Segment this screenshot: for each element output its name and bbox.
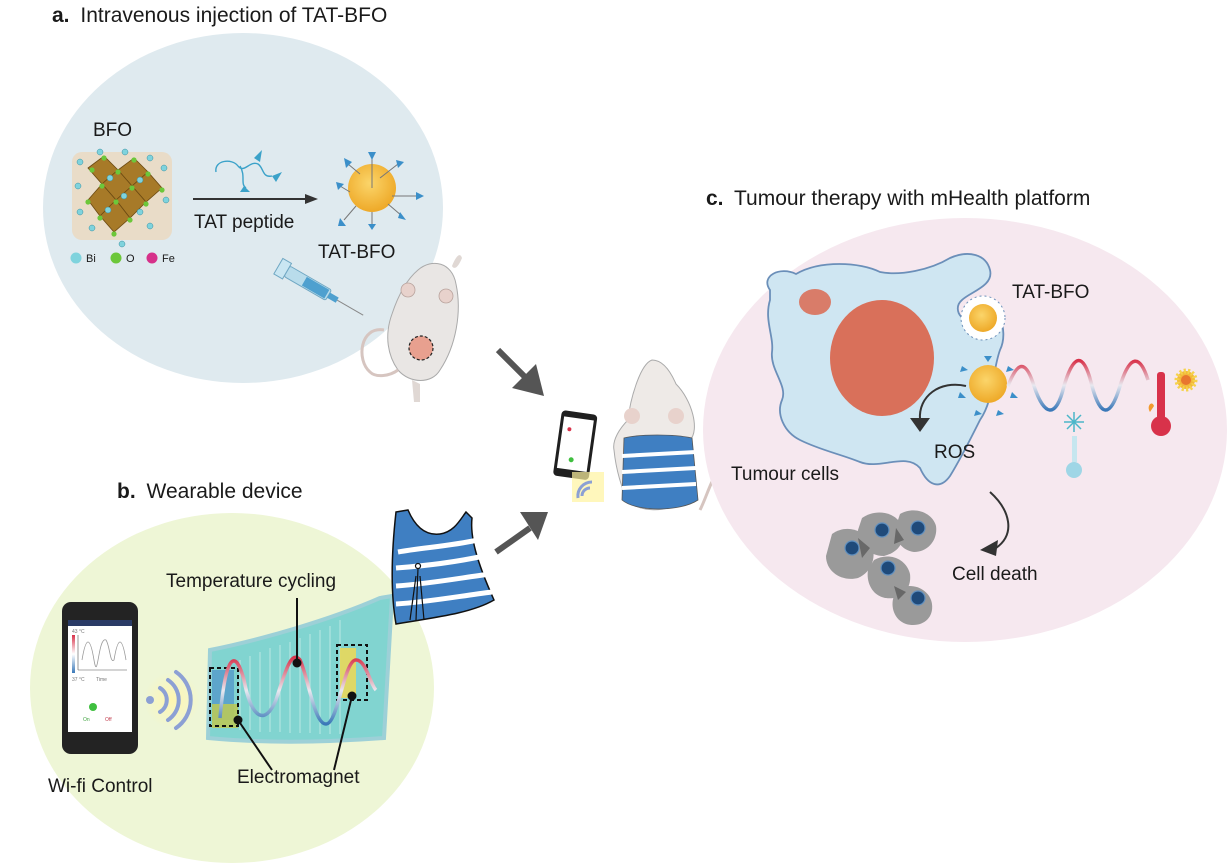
- temperature-wave: [218, 655, 378, 726]
- endocytosed-nanoparticle-icon: [960, 295, 1006, 341]
- syringe-icon: [273, 257, 364, 316]
- cell-nucleus: [830, 300, 934, 416]
- tat-peptide-label: TAT peptide: [194, 212, 294, 233]
- hyperthermia-wave: [1006, 359, 1150, 412]
- mouse-with-vest-and-phone: [553, 359, 731, 511]
- arrow-a-to-center: [495, 347, 544, 396]
- tumour-cell-icon: [766, 253, 1005, 486]
- temperature-cycling-label: Temperature cycling: [166, 571, 336, 592]
- electromagnet-label: Electromagnet: [237, 767, 360, 788]
- panel-c-title-text: Tumour therapy with mHealth platform: [734, 187, 1090, 210]
- panel-c-tat-bfo-label: TAT-BFO: [1012, 282, 1089, 303]
- panel-c-title: c. Tumour therapy with mHealth platform: [706, 187, 1090, 210]
- bfo-label: BFO: [93, 120, 132, 141]
- callout-lines: [237, 598, 353, 771]
- center-wifi-icon: [572, 472, 604, 502]
- phone-on-indicator: [89, 703, 97, 711]
- panel-c: c. Tumour therapy with mHealth platform …: [703, 187, 1227, 642]
- snowflake-icon: [1064, 412, 1084, 432]
- phone-min-temp: 37 °C: [72, 677, 85, 683]
- reaction-arrow: [193, 194, 318, 204]
- tumour-cells-label: Tumour cells: [731, 464, 839, 485]
- fe-legend-label: Fe: [162, 253, 175, 265]
- panel-a-letter: a.: [52, 4, 70, 27]
- panel-b-title: b. Wearable device: [117, 480, 303, 503]
- fe-legend-swatch: [146, 252, 158, 264]
- phone-max-temp: 43 °C: [72, 629, 85, 635]
- mouse-with-tumour-icon: [360, 255, 462, 402]
- arrow-b-to-center: [494, 512, 548, 555]
- panel-a-background: [43, 33, 443, 383]
- smartphone-icon: 43 °C 37 °C Time On Off: [62, 602, 138, 754]
- cell-death-label: Cell death: [952, 564, 1038, 585]
- flexible-electromagnet-patch: [205, 593, 395, 744]
- o-legend-swatch: [110, 252, 122, 264]
- membrane-nanoparticle-icon: [958, 356, 1018, 416]
- panel-a-title-text: Intravenous injection of TAT-BFO: [80, 4, 387, 27]
- phone-off-label: Off: [105, 717, 112, 723]
- temperature-callout-dot: [292, 658, 302, 668]
- wifi-signal-icon: [144, 670, 200, 730]
- dead-cells-cluster-icon: [826, 510, 937, 626]
- electromagnet-right-callout-dot: [347, 691, 357, 701]
- element-legend: Bi O Fe: [70, 252, 175, 265]
- bi-legend-swatch: [70, 252, 82, 264]
- panel-b-letter: b.: [117, 480, 136, 503]
- center-smartphone-icon: [553, 410, 598, 480]
- panel-b-title-text: Wearable device: [147, 480, 303, 503]
- tat-bfo-product-label: TAT-BFO: [318, 242, 395, 263]
- tat-bfo-nanoparticle-icon: [336, 152, 424, 230]
- panel-a: a. Intravenous injection of TAT-BFO BFO: [43, 4, 544, 402]
- cold-thermometer-icon: [1066, 436, 1082, 478]
- striped-vest-icon: [391, 509, 495, 625]
- tat-peptide-icon: [215, 150, 282, 192]
- o-legend-label: O: [126, 253, 135, 265]
- cell-death-arrow: [980, 491, 1010, 556]
- phone-time-axis: Time: [96, 677, 107, 683]
- wifi-control-label: Wi-fi Control: [48, 776, 153, 797]
- electromagnet-left-box: [209, 667, 239, 727]
- bfo-crystal-icon: [72, 148, 172, 248]
- phone-on-label: On: [83, 717, 90, 723]
- bi-legend-label: Bi: [86, 253, 96, 265]
- ros-arrow: [910, 383, 967, 432]
- sun-icon: [1174, 368, 1198, 392]
- panel-b: b. Wearable device 43 °C 37 °C Time On O…: [30, 480, 548, 863]
- ros-label: ROS: [934, 442, 975, 463]
- hot-thermometer-icon: [1148, 372, 1171, 436]
- panel-c-letter: c.: [706, 187, 724, 210]
- panel-a-title: a. Intravenous injection of TAT-BFO: [52, 4, 387, 27]
- electromagnet-left-callout-dot: [233, 715, 243, 725]
